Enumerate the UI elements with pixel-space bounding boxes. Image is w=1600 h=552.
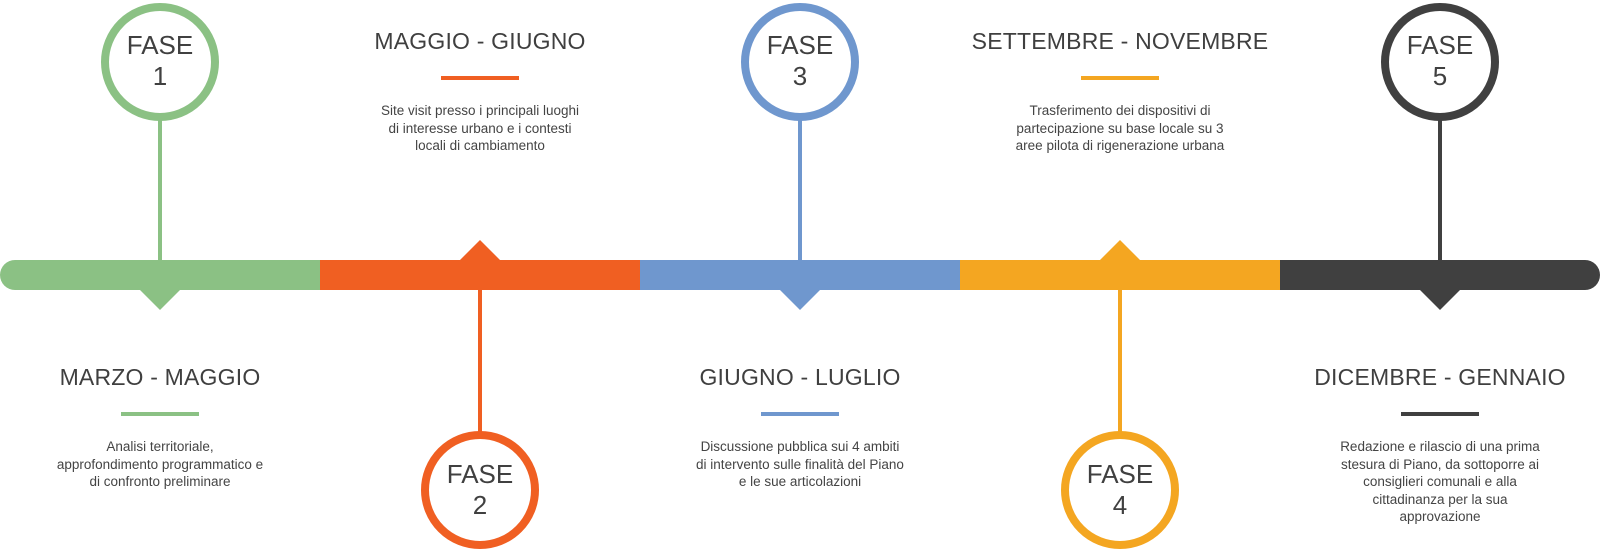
phase-2-circle	[421, 431, 539, 549]
phase-5-circle-label: FASE 5	[1385, 30, 1495, 92]
phase-2-description: Site visit presso i principali luoghi di…	[380, 103, 580, 153]
phase-2-arrow-pointer	[460, 240, 500, 260]
phase-5-fase-word: FASE	[1406, 30, 1474, 60]
phase-2-bar-segment	[320, 260, 641, 290]
phase-1-circle	[101, 3, 219, 121]
phase-5-bar-segment-fill	[1280, 260, 1585, 290]
phase-2-circle-label: FASE 2	[425, 459, 535, 521]
phase-5-number: 5	[1432, 61, 1448, 91]
phase-1-period-title: MARZO - MAGGIO	[59, 364, 261, 390]
phase-4-number: 4	[1112, 490, 1128, 520]
phase-1-circle-label: FASE 1	[105, 30, 215, 92]
phase-4-circle-label: FASE 4	[1065, 459, 1175, 521]
phase-1-description: Analisi territoriale, approfondimento pr…	[56, 439, 264, 489]
phase-2-fase-word: FASE	[446, 459, 514, 489]
phase-3-underline	[761, 412, 839, 416]
phase-1-bar-segment-fill	[15, 260, 321, 290]
phase-3-circle-label: FASE 3	[745, 30, 855, 92]
phase-3-description: Discussione pubblica sui 4 ambiti di int…	[696, 439, 904, 489]
phase-4-bar-segment	[960, 260, 1281, 290]
phase-1-fase-word: FASE	[126, 30, 194, 60]
phase-4-underline	[1081, 76, 1159, 80]
phase-4-period-title: SETTEMBRE - NOVEMBRE	[971, 28, 1269, 54]
phase-5-circle	[1381, 3, 1499, 121]
phase-3-fase-word: FASE	[766, 30, 834, 60]
phase-5-arrow-pointer	[1420, 290, 1460, 310]
phase-3-arrow-pointer	[780, 290, 820, 310]
phase-5-description: Redazione e rilascio di una prima stesur…	[1340, 439, 1540, 524]
phase-4-period-block: SETTEMBRE - NOVEMBRE Trasferimento dei d…	[970, 28, 1270, 155]
phase-2-number: 2	[472, 490, 488, 520]
phase-5-period-title: DICEMBRE - GENNAIO	[1314, 364, 1566, 390]
phase-1-arrow-pointer	[140, 290, 180, 310]
phase-4-description: Trasferimento dei dispositivi di parteci…	[1015, 103, 1225, 153]
phase-1-period-block: MARZO - MAGGIO Analisi territoriale, app…	[10, 364, 310, 491]
phase-4-fase-word: FASE	[1086, 459, 1154, 489]
phase-4-circle	[1061, 431, 1179, 549]
phase-2-period-title: MAGGIO - GIUGNO	[374, 28, 586, 54]
phase-1-underline	[121, 412, 199, 416]
phase-5-underline	[1401, 412, 1479, 416]
phase-4-arrow-pointer	[1100, 240, 1140, 260]
phase-5-period-block: DICEMBRE - GENNAIO Redazione e rilascio …	[1290, 364, 1590, 526]
phase-3-number: 3	[792, 61, 808, 91]
phase-1-number: 1	[152, 61, 168, 91]
phase-3-bar-segment	[640, 260, 961, 290]
phase-3-period-title: GIUGNO - LUGLIO	[699, 364, 901, 390]
phase-2-underline	[441, 76, 519, 80]
phase-2-period-block: MAGGIO - GIUGNO Site visit presso i prin…	[330, 28, 630, 155]
phase-3-period-block: GIUGNO - LUGLIO Discussione pubblica sui…	[650, 364, 950, 491]
phase-3-circle	[741, 3, 859, 121]
